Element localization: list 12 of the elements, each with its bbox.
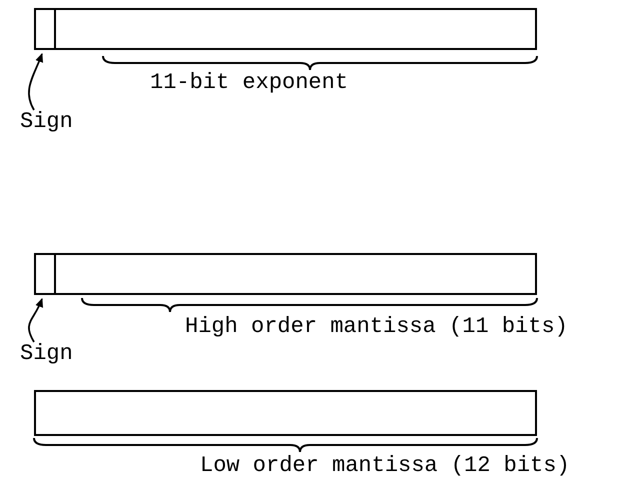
field-label: Sign	[20, 343, 73, 365]
bit-field	[34, 253, 56, 295]
field-caption: 11-bit exponent	[150, 72, 348, 94]
bit-field	[34, 390, 537, 436]
bit-field	[56, 8, 537, 50]
curved-arrow	[28, 298, 43, 342]
field-label: Sign	[20, 111, 73, 133]
curved-arrow	[28, 53, 43, 110]
field-caption: High order mantissa (11 bits)	[185, 316, 568, 338]
bit-field	[34, 8, 56, 50]
field-caption: Low order mantissa (12 bits)	[200, 455, 570, 477]
bit-field	[56, 253, 537, 295]
